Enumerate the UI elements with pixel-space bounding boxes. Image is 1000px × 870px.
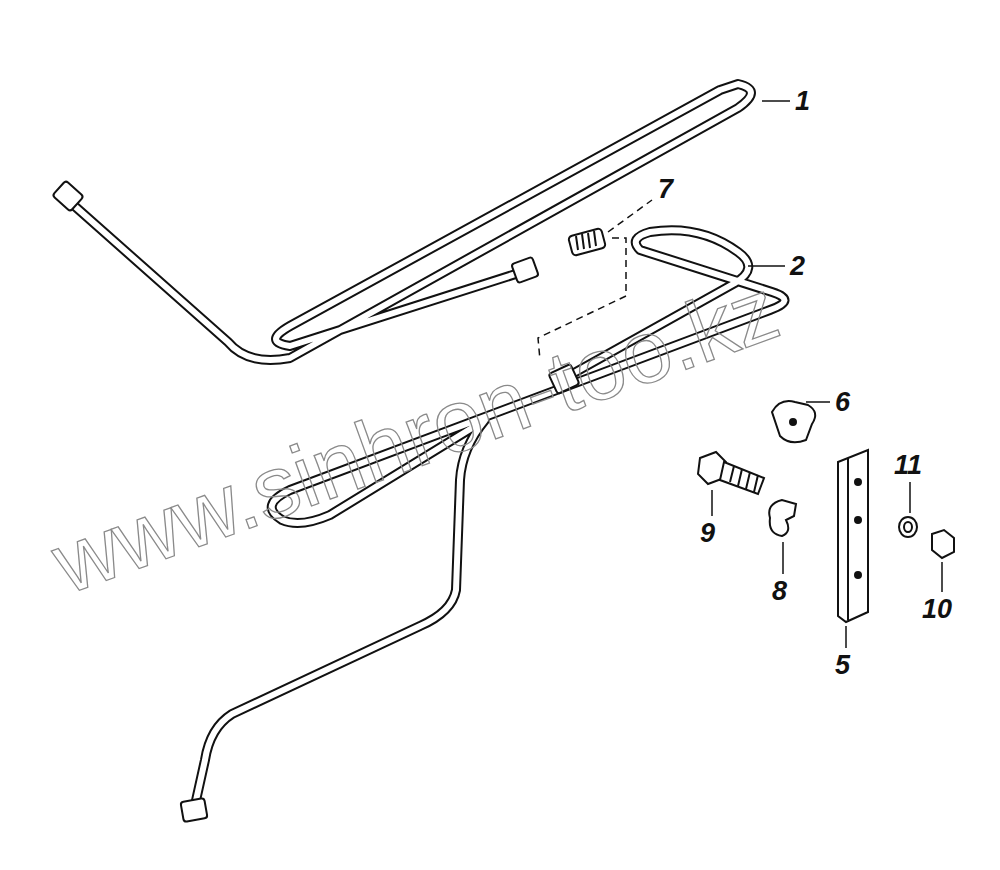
pipe-nut xyxy=(180,798,207,822)
callout-number: 10 xyxy=(922,596,952,623)
callout-number: 5 xyxy=(835,652,850,679)
leader-line xyxy=(711,490,713,516)
watermark: www.sinhron-too.kz xyxy=(42,264,789,608)
leader-line xyxy=(762,100,790,102)
callout-number: 11 xyxy=(894,452,922,479)
leader-line xyxy=(909,482,911,513)
leader-line xyxy=(782,542,784,574)
callout-number: 2 xyxy=(790,253,805,280)
hex-nut xyxy=(932,530,954,558)
washer-hole xyxy=(904,522,912,532)
callout-number: 8 xyxy=(772,578,787,605)
leader-line xyxy=(941,562,943,592)
pipe-clamp xyxy=(772,401,815,442)
leader-line xyxy=(845,626,847,648)
pipe-nut xyxy=(52,181,83,212)
washer xyxy=(899,517,917,537)
callout-number: 6 xyxy=(835,389,850,416)
callout-number: 1 xyxy=(795,88,810,115)
pipe-clip xyxy=(769,500,796,536)
union-fitting xyxy=(568,228,606,256)
leader-line xyxy=(608,200,652,232)
leader-line xyxy=(806,401,830,403)
bolt xyxy=(698,452,764,494)
mounting-bracket xyxy=(838,450,868,622)
pipe-nut xyxy=(511,257,539,283)
callout-number: 9 xyxy=(700,520,715,547)
callout-number: 7 xyxy=(658,176,673,203)
